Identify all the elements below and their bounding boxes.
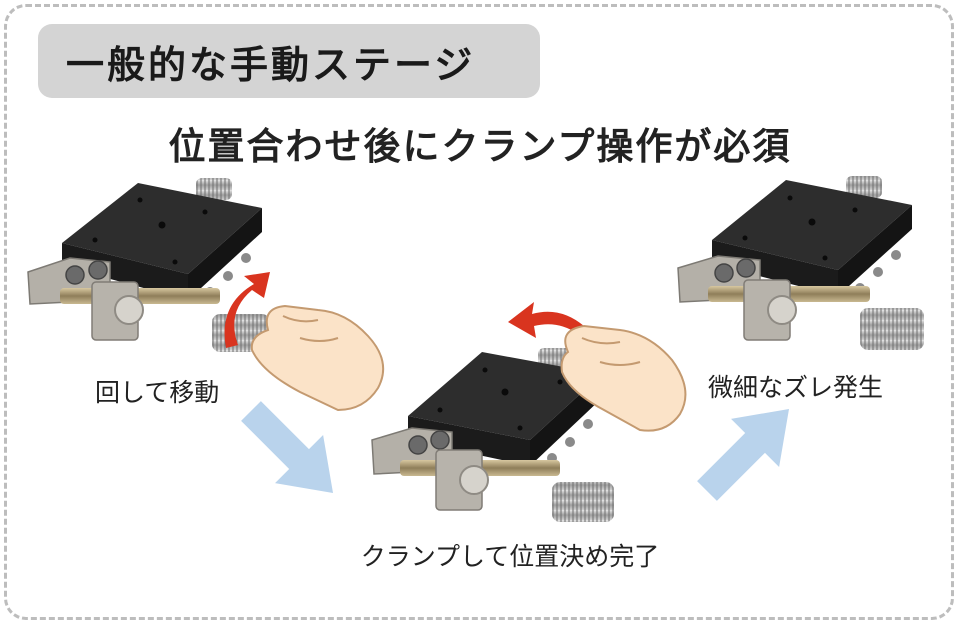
flow-arrow-icon xyxy=(697,408,790,501)
flow-arrow-icon xyxy=(241,401,334,494)
dashed-frame xyxy=(4,4,954,620)
step-1-caption: 回して移動 xyxy=(95,378,220,407)
badge-title: 一般的な手動ステージ xyxy=(66,42,476,87)
hand-icon xyxy=(250,304,385,412)
step-3-caption: 微細なズレ発生 xyxy=(708,373,884,402)
rotate-arrow-icon xyxy=(224,272,270,348)
title-badge: 一般的な手動ステージ xyxy=(38,24,540,98)
headline: 位置合わせ後にクランプ操作が必須 xyxy=(168,125,792,168)
stage-image xyxy=(677,176,924,350)
stage-image xyxy=(371,348,614,522)
step-2-caption: クランプして位置決め完了 xyxy=(360,542,660,571)
rotate-arrow-icon xyxy=(508,302,584,338)
hand-icon xyxy=(560,324,687,432)
